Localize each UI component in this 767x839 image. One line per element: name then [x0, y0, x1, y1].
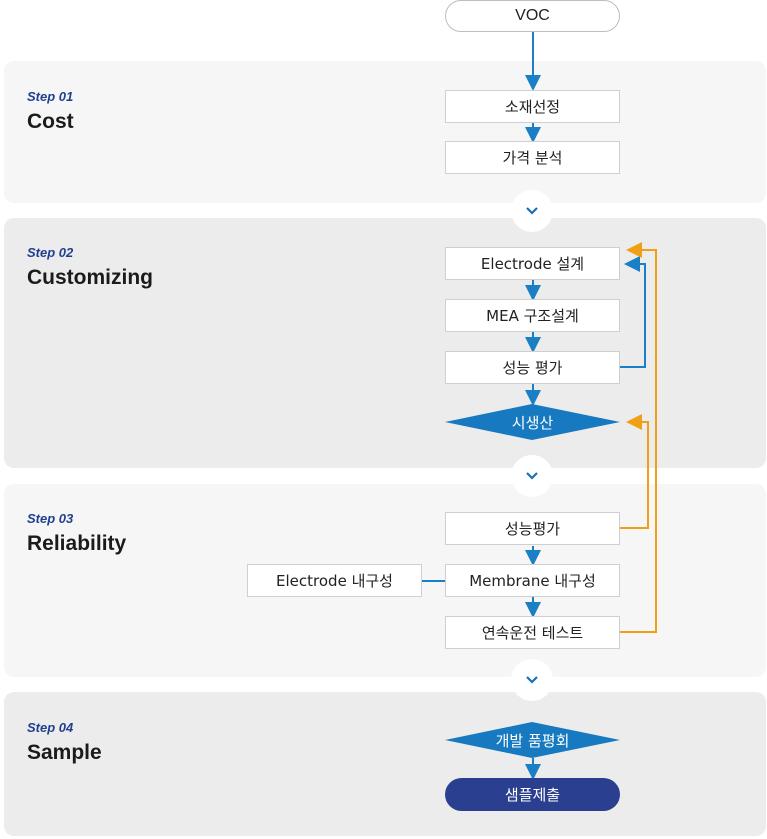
- dev-review-label: 개발 품평회: [495, 731, 570, 750]
- membrane-durability-node: Membrane 내구성: [445, 564, 620, 597]
- step-number: Step 01: [27, 89, 74, 104]
- chevron-down-icon: [511, 659, 553, 701]
- material-selection-node: 소재선정: [445, 90, 620, 123]
- step-panel-sample: [4, 692, 766, 836]
- step-title: Reliability: [27, 532, 127, 555]
- step-title: Sample: [27, 741, 102, 764]
- step-title: Customizing: [27, 266, 153, 289]
- step-number: Step 02: [27, 245, 74, 260]
- prototype-label: 시생산: [511, 413, 554, 432]
- chevron-down-icon: [511, 455, 553, 497]
- step-number: Step 04: [27, 720, 74, 735]
- review-diamond: [445, 722, 620, 758]
- step-number: Step 03: [27, 511, 74, 526]
- continuous-test-node: 연속운전 테스트: [445, 616, 620, 649]
- voc-start-node: VOC: [445, 0, 620, 32]
- electrode-durability-node: Electrode 내구성: [247, 564, 422, 597]
- sample-submit-node: 샘플제출: [445, 778, 620, 811]
- price-analysis-node: 가격 분석: [445, 141, 620, 174]
- step-title: Cost: [27, 110, 74, 133]
- chevron-down-icon: [511, 190, 553, 232]
- performance-eval-node: 성능 평가: [445, 351, 620, 384]
- mea-design-node: MEA 구조설계: [445, 299, 620, 332]
- prototype-diamond: [445, 404, 620, 440]
- electrode-design-node: Electrode 설계: [445, 247, 620, 280]
- performance-eval-node: 성능평가: [445, 512, 620, 545]
- step-panel-cost: [4, 61, 766, 203]
